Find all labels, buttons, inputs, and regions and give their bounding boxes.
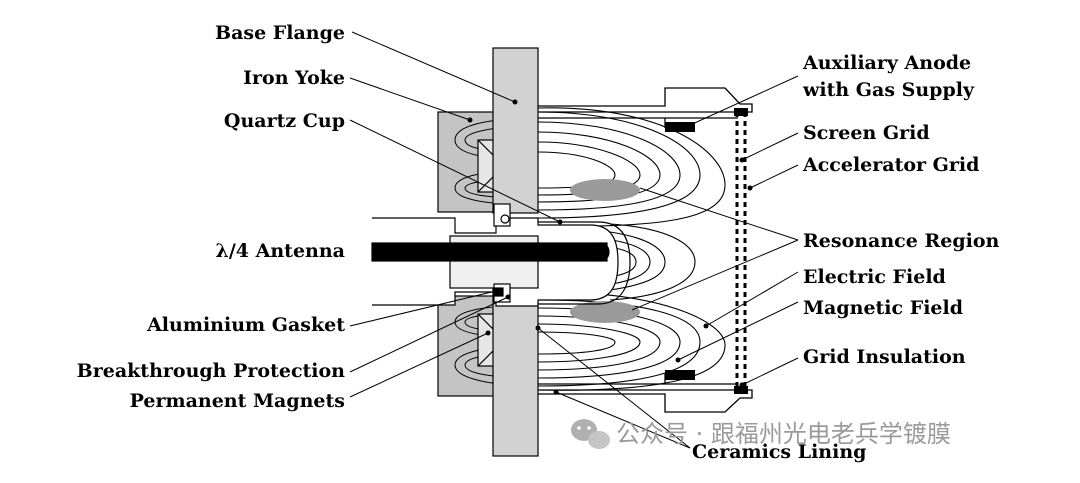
label-auxiliary-anode-line2: with Gas Supply <box>802 79 975 101</box>
leader-dots <box>467 99 753 395</box>
label-iron-yoke: Iron Yoke <box>243 67 345 89</box>
auxiliary-anodes <box>665 122 695 380</box>
label-breakthrough-protection: Breakthrough Protection <box>77 360 346 382</box>
watermark: 公众号 · 跟福州光电老兵学镀膜 <box>571 419 951 449</box>
watermark-text: 公众号 · 跟福州光电老兵学镀膜 <box>616 420 951 448</box>
label-electric-field: Electric Field <box>803 266 946 288</box>
label-screen-grid: Screen Grid <box>803 122 930 144</box>
base-flange <box>492 47 539 457</box>
label-grid-insulation: Grid Insulation <box>803 346 966 368</box>
label-aluminium-gasket: Aluminium Gasket <box>146 314 345 336</box>
label-magnetic-field: Magnetic Field <box>803 297 963 319</box>
grids <box>734 108 748 394</box>
quartz-cup <box>538 221 631 305</box>
label-ceramics-lining: Ceramics Lining <box>692 441 866 463</box>
label-permanent-magnets: Permanent Magnets <box>130 390 345 412</box>
label-base-flange: Base Flange <box>215 22 345 44</box>
discharge-chamber <box>538 87 753 413</box>
label-antenna: λ/4 Antenna <box>216 240 345 262</box>
label-accelerator-grid: Accelerator Grid <box>802 154 979 176</box>
resonance-regions <box>570 179 640 323</box>
wechat-icon <box>571 419 610 449</box>
label-resonance-region: Resonance Region <box>803 230 1000 252</box>
leader-lines <box>349 31 799 449</box>
label-auxiliary-anode-line1: Auxiliary Anode <box>802 52 971 74</box>
magnetic-field-lines <box>537 107 726 391</box>
label-quartz-cup: Quartz Cup <box>224 110 345 132</box>
